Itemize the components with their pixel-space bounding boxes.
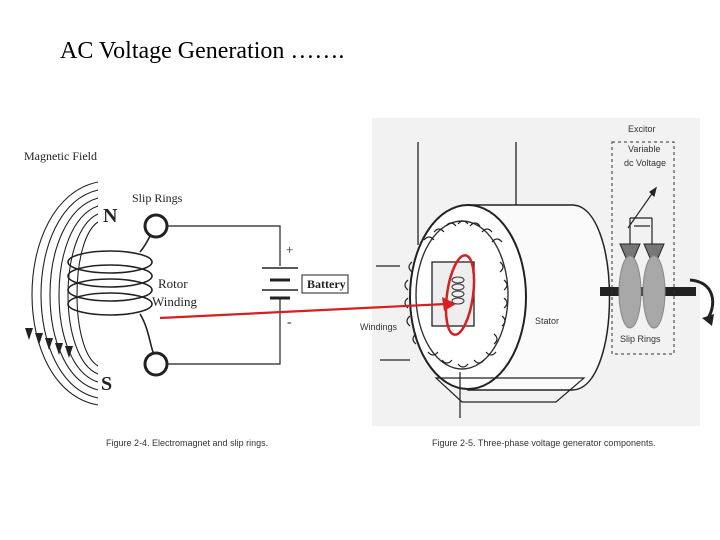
rotor-core-windings: [451, 276, 465, 305]
exciter-slip-ring-2: [642, 255, 666, 329]
battery-minus-sign: -: [287, 315, 292, 330]
battery-plus-sign: +: [286, 242, 293, 257]
slip-rings-label: Slip Rings: [132, 191, 183, 205]
generator-stand: [434, 372, 586, 418]
left-figure-caption: Figure 2-4. Electromagnet and slip rings…: [106, 438, 268, 448]
exciter-slip-ring-1: [618, 255, 642, 329]
highlight-arrow-line: [159, 302, 447, 320]
north-pole-label: N: [103, 205, 118, 227]
left-figure: Magnetic Field N S: [24, 149, 349, 448]
lower-slip-ring: [143, 351, 169, 377]
upper-slip-ring: [143, 213, 169, 239]
stator-coil-slots: [404, 220, 508, 368]
slip-rings-label-right: Slip Rings: [620, 334, 661, 344]
rotor-label-line2: Winding: [152, 294, 197, 309]
battery-label: Battery: [307, 277, 346, 291]
battery-wires: [167, 225, 281, 365]
windings-label: Windings: [360, 322, 398, 332]
rotor-label-line1: Rotor: [158, 276, 188, 291]
field-direction-arrows: [25, 328, 73, 358]
battery-label-box: [301, 274, 349, 294]
highlight-ellipse: [444, 254, 476, 336]
highlight-annotations: [159, 254, 476, 336]
exciter-label: Excitor: [628, 124, 656, 134]
variable-label-line1: Variable: [628, 144, 660, 154]
rotor-coil: [67, 227, 157, 359]
variable-label-line2: dc Voltage: [624, 158, 666, 168]
magnetic-field-label: Magnetic Field: [24, 149, 97, 163]
exciter-box: [611, 141, 675, 355]
magnetic-field-lines: [31, 181, 99, 406]
variable-dc-source-symbol: [627, 186, 657, 245]
slide-title: AC Voltage Generation …….: [60, 38, 345, 64]
south-pole-label: S: [101, 373, 112, 395]
battery-symbol: [262, 267, 298, 300]
right-figure: Excitor Variable dc Voltage Slip Rings W…: [360, 118, 715, 448]
rotation-arrow: [689, 278, 715, 326]
right-figure-caption: Figure 2-5. Three-phase voltage generato…: [432, 438, 655, 448]
stator-label: Stator: [535, 316, 559, 326]
